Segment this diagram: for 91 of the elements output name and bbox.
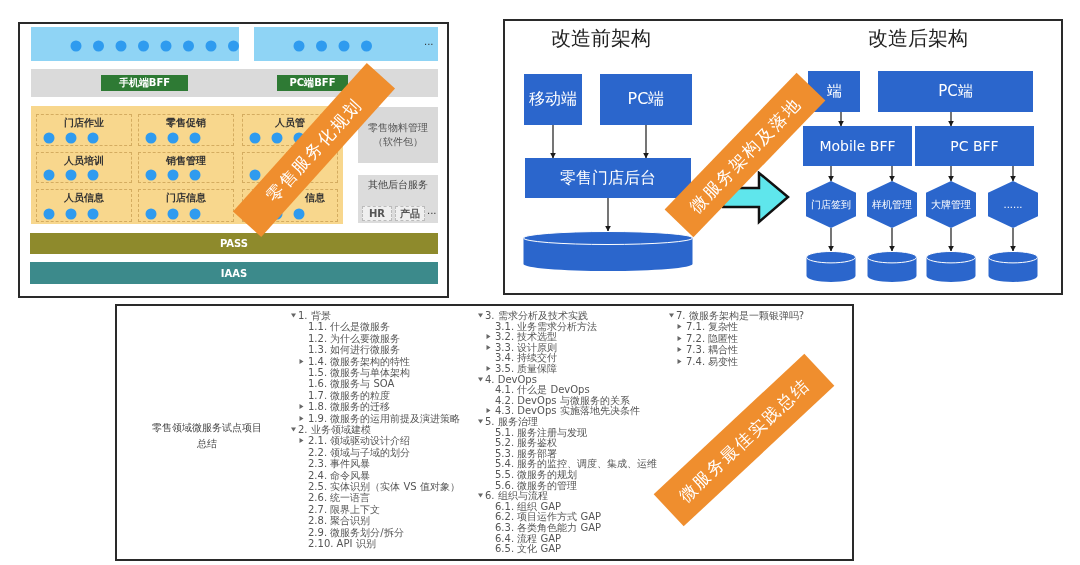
bff-box: 手机端BFF: [101, 75, 188, 91]
outline-item: 1.7. 微服务的粒度: [308, 390, 391, 402]
outline-item: 1.9. 微服务的运用前提及演进策略: [308, 413, 461, 424]
arrow: [605, 197, 611, 232]
ellipsis: ...: [427, 206, 437, 217]
outline-item: 1.1. 什么是微服务: [308, 322, 391, 333]
outline-item: 3.1. 业务需求分析方法: [495, 321, 598, 332]
outline-item: 2.6. 统一语言: [308, 493, 371, 504]
outline-heading: 5. 服务治理: [485, 417, 538, 427]
outline-item: 2.3. 事件风暴: [308, 459, 371, 470]
outline-item: 2.7. 限界上下文: [308, 504, 381, 516]
outline-item: 7.2. 隐匿性: [686, 333, 739, 345]
platform-bar: IAAS: [30, 262, 438, 284]
outline-heading: 7. 微服务架构是一颗银弹吗?: [676, 311, 805, 322]
database-cylinder: [988, 251, 1038, 282]
service-box: 门店信息: [138, 189, 234, 222]
arrow: [1010, 227, 1016, 252]
service-hexagon: ......: [988, 181, 1038, 228]
service-box: 人员信息: [36, 189, 132, 222]
outline-item: 2.1. 领域驱动设计介绍: [308, 436, 411, 447]
arrow: [889, 227, 895, 252]
architecture-box: 零售门店后台: [525, 158, 691, 198]
outline-item: 1.4. 微服务架构的特性: [308, 356, 411, 368]
outline-item: 4.3. DevOps 实施落地先决条件: [495, 406, 640, 417]
arrow: [948, 227, 954, 252]
outline-item: 1.5. 微服务与单体架构: [308, 368, 411, 379]
outline-item: 2.5. 实体识别（实体 VS 值对象）: [308, 482, 460, 493]
arrow: [828, 227, 834, 252]
outline-item: 1.3. 如何进行微服务: [308, 345, 401, 356]
arrow: [948, 165, 954, 182]
architecture-box: 移动端: [524, 74, 582, 125]
outline-item: 3.4. 持续交付: [495, 353, 558, 364]
bff-box: PC端BFF: [277, 75, 348, 91]
outline-item: 2.8. 聚合识别: [308, 516, 371, 527]
database-cylinder: [867, 251, 917, 282]
outline-item: 2.2. 领域与子域的划分: [308, 447, 411, 458]
arrow: [643, 124, 649, 159]
outline-item: 1.6. 微服务与 SOA: [308, 379, 395, 390]
arrow: [838, 111, 844, 127]
document-title: 零售领域微服务试点项目总结: [151, 421, 263, 451]
outline-heading: 1. 背景: [298, 311, 331, 322]
outline-item: 3.5. 质量保障: [495, 364, 558, 375]
service-box: 销售管理: [138, 152, 234, 183]
service-chip: HR: [362, 206, 392, 221]
service-hexagon: 门店签到: [806, 181, 856, 228]
outline-item: 4.1. 什么是 DevOps: [495, 385, 590, 396]
outline-item: 2.9. 微服务划分/拆分: [308, 527, 404, 538]
architecture-box: PC端: [878, 71, 1033, 112]
outline-item: 1.8. 微服务的迁移: [308, 402, 391, 413]
service-box: 人员培训: [36, 152, 132, 183]
architecture-box: PC BFF: [915, 126, 1034, 166]
service-bar: [254, 27, 438, 61]
service-box: 零售促销: [138, 114, 234, 146]
arrow: [550, 124, 556, 159]
arrow: [828, 165, 834, 182]
outline-item: 5.3. 服务部署: [495, 448, 558, 460]
ellipsis: ...: [424, 37, 434, 48]
outline-item: 7.1. 复杂性: [686, 322, 739, 333]
arrow: [948, 111, 954, 127]
outline-item: 5.2. 服务鉴权: [495, 438, 558, 449]
database-cylinder: [926, 251, 976, 282]
outline-item: 6.2. 项目运作方式 GAP: [495, 512, 602, 523]
database-cylinder: [806, 251, 856, 282]
outline-item: 6.4. 流程 GAP: [495, 533, 562, 544]
service-box: 门店作业: [36, 114, 132, 146]
outline-item: 6.1. 组织 GAP: [495, 501, 562, 513]
outline-item: 2.4. 命令风暴: [308, 470, 371, 481]
service-hexagon: 大牌管理: [926, 181, 976, 228]
outline-heading: 2. 业务领域建模: [298, 425, 371, 436]
outline-item: 7.4. 易变性: [686, 356, 739, 368]
outline-item: 6.3. 各类角色能力 GAP: [495, 523, 602, 534]
outline-item: 5.1. 服务注册与发现: [495, 427, 588, 439]
section-heading: 改造前架构: [551, 28, 651, 49]
service-hexagon: 样机管理: [867, 181, 917, 228]
database-cylinder: [523, 231, 693, 271]
outline-item: 1.2. 为什么要微服务: [308, 333, 401, 345]
service-bar: [31, 27, 239, 61]
architecture-box: PC端: [600, 74, 692, 125]
outline-item: 5.5. 微服务的规划: [495, 470, 578, 480]
outline-heading: 6. 组织与流程: [485, 491, 548, 502]
platform-bar: PASS: [30, 233, 438, 254]
service-chip: 产品: [395, 206, 425, 221]
outline-heading: 4. DevOps: [485, 374, 537, 385]
arrow: [889, 165, 895, 182]
arrow: [1010, 165, 1016, 182]
outline-item: 6.5. 文化 GAP: [495, 544, 562, 555]
section-heading: 改造后架构: [868, 28, 968, 49]
outline-item: 3.2. 技术选型: [495, 332, 558, 343]
outline-item: 2.10. API 识别: [308, 539, 376, 550]
outline-item: 7.3. 耦合性: [686, 345, 739, 356]
architecture-box: Mobile BFF: [803, 126, 912, 166]
